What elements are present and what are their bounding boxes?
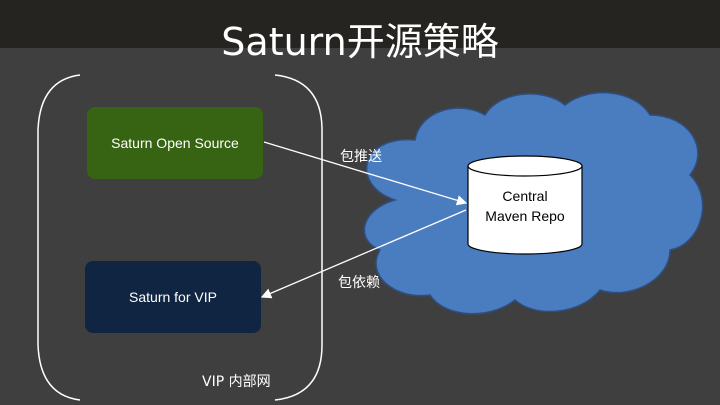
slide-title: Saturn开源策略 <box>221 20 499 64</box>
saturn-for-vip-box: Saturn for VIP <box>85 261 261 333</box>
saturn-open-source-box: Saturn Open Source <box>87 107 263 179</box>
depend-edge-label: 包依赖 <box>338 275 380 291</box>
saturn-for-vip-label: Saturn for VIP <box>129 289 217 305</box>
maven-repo-label-line1: Central <box>502 188 548 204</box>
internal-network-label: VIP 内部网 <box>202 374 271 390</box>
push-edge-label: 包推送 <box>340 149 382 165</box>
title-bar <box>0 0 720 48</box>
depend-arrow <box>260 209 467 299</box>
saturn-open-source-label: Saturn Open Source <box>111 135 239 151</box>
push-arrow <box>263 141 468 206</box>
internal-network-bracket-left <box>37 74 81 401</box>
maven-repo-cylinder <box>467 155 583 255</box>
maven-repo-label-line2: Maven Repo <box>485 208 565 224</box>
internal-network-bracket-right <box>274 74 323 401</box>
maven-repo-label: Central Maven Repo <box>468 186 582 226</box>
